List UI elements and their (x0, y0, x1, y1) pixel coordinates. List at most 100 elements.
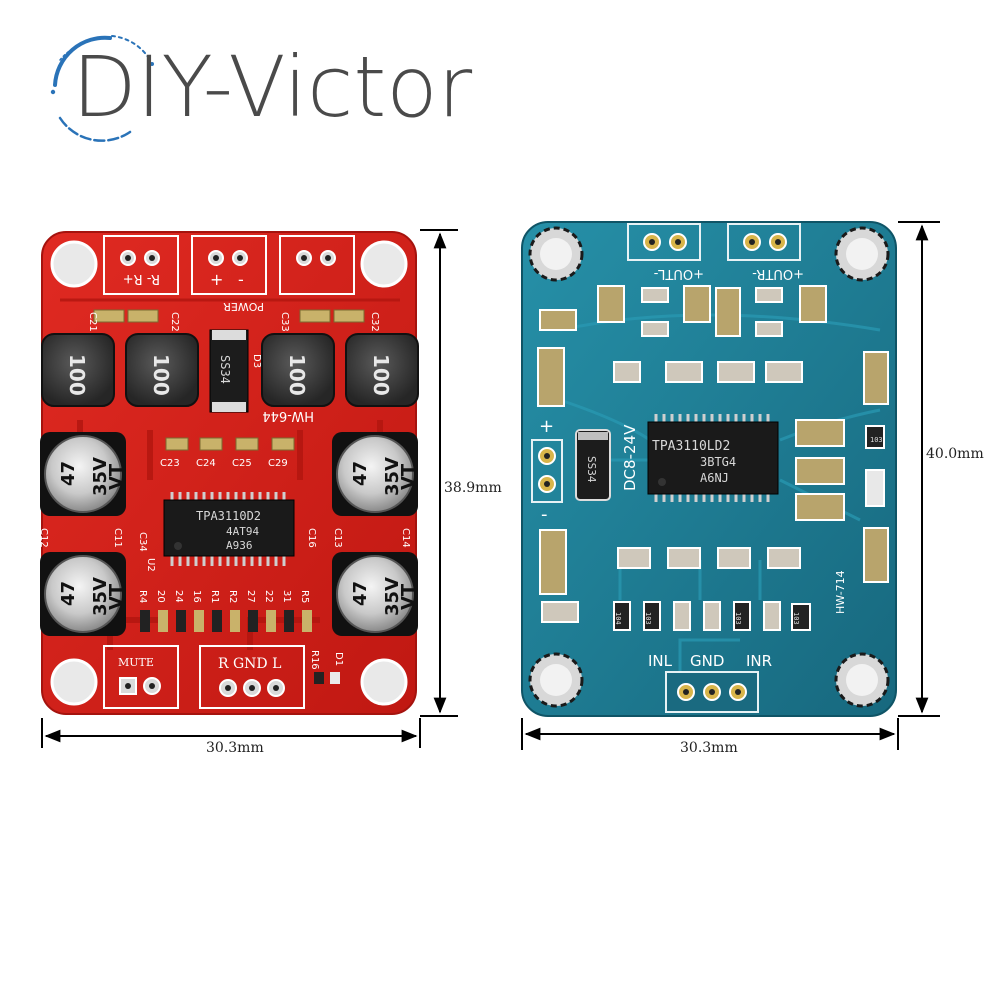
ref-label: R5 (299, 590, 310, 603)
mounting-hole (50, 240, 408, 706)
cap-series: VT (398, 463, 419, 490)
chip-label: A6NJ (700, 471, 729, 485)
cap-series: VT (106, 463, 127, 490)
cap-series: VT (106, 583, 127, 610)
ref-label: 16 (191, 590, 202, 603)
ref-label: C23 (160, 458, 180, 469)
diode (575, 429, 611, 501)
electrolytic-capacitor (40, 432, 418, 636)
resistor (314, 672, 324, 684)
chip-label: 3BTG4 (700, 455, 736, 469)
diode (209, 329, 249, 413)
input-label: INR (746, 652, 772, 670)
cap-value: 47 (350, 461, 371, 486)
top-header-boxes (103, 235, 355, 295)
ref-label: C11 (112, 528, 123, 548)
cap-voltage: 35V (90, 577, 111, 616)
ref-label: R2 (227, 590, 238, 603)
blue-board-dimensions (521, 221, 940, 750)
ref-label: C16 (306, 528, 317, 548)
cap-value: 47 (350, 581, 371, 606)
blue-width-label: 30.3mm (680, 740, 738, 756)
input-label: GND (690, 652, 724, 670)
blue-height-label: 40.0mm (926, 446, 984, 462)
minus-label: - (541, 504, 548, 525)
smd-components (165, 437, 295, 451)
cap-value: 47 (58, 461, 79, 486)
silk-label: MUTE (118, 656, 154, 669)
ref-label: C13 (332, 528, 343, 548)
logo-ring-icon (50, 35, 154, 142)
plus-label: + (539, 416, 554, 437)
ref-label: 22 (263, 590, 274, 603)
out-left-label: +OUTL- (653, 266, 704, 281)
logo: DIY-Victor (50, 35, 473, 142)
inductor-label: 100 (369, 354, 393, 396)
ref-label: C29 (268, 458, 288, 469)
capacitor-markings: 47 35V VT 47 35V VT 47 35V VT 47 35V VT (58, 457, 419, 616)
amplifier-chip (647, 414, 779, 502)
ref-label: C12 (38, 528, 49, 548)
ref-label: R16 (309, 650, 320, 670)
model-label: HW-644 (262, 408, 314, 423)
cap-voltage: 35V (382, 457, 403, 496)
resistor-codes: 103 104 103 103 103 (614, 436, 883, 625)
ref-label: C33 (279, 312, 290, 332)
ref-label: R4 (137, 590, 148, 603)
ref-label: 31 (281, 590, 292, 603)
red-board: R- R+ + - POWER C21 C22 C33 C32 100 100 … (38, 231, 419, 715)
resistor-code: 103 (644, 612, 652, 625)
cap-value: 47 (58, 581, 79, 606)
inductor-label: 100 (65, 354, 89, 396)
mounting-hole (528, 226, 890, 708)
ref-label: U2 (145, 558, 156, 572)
power-input-header (531, 439, 563, 503)
red-width-label: 30.3mm (206, 740, 264, 756)
resistor-row-labels: R4 20 24 16 R1 R2 27 22 31 R5 (137, 590, 310, 603)
ref-label: C32 (369, 312, 380, 332)
header-pins (120, 250, 336, 266)
inductor (41, 333, 419, 407)
input-label: INL (648, 652, 673, 670)
smd-components (140, 610, 312, 632)
inductor-label: 100 (149, 354, 173, 396)
ref-label: C14 (400, 528, 411, 548)
ref-label: 27 (245, 590, 256, 603)
ref-label: 20 (155, 590, 166, 603)
ref-label: 24 (173, 590, 184, 603)
silk-label: R GND L (218, 656, 281, 672)
ref-label: C34 (137, 532, 148, 552)
output-header (627, 223, 801, 261)
ref-label: C21 (87, 312, 98, 332)
chip-label: TPA3110D2 (196, 509, 261, 523)
resistor-code: 103 (870, 436, 883, 444)
silk-label: - (238, 270, 244, 289)
chip-label: 4AT94 (226, 525, 259, 538)
diode-label: SS34 (218, 355, 232, 384)
ref-label: R1 (209, 590, 220, 603)
ref-label: C24 (196, 458, 216, 469)
amplifier-chip (163, 492, 295, 566)
chip-label: A936 (226, 539, 253, 552)
red-height-label: 38.9mm (444, 480, 502, 496)
input-header (665, 671, 759, 713)
logo-text: DIY-Victor (72, 38, 473, 136)
inductor-label: 100 (285, 354, 309, 396)
cap-voltage: 35V (90, 457, 111, 496)
model-label: HW-714 (834, 570, 847, 614)
out-right-label: +OUTR- (752, 266, 804, 281)
smd-components (93, 309, 365, 323)
ref-label: C25 (232, 458, 252, 469)
smd-components (537, 285, 889, 631)
header-pins (119, 677, 285, 697)
chip-label: TPA3110LD2 (652, 439, 730, 454)
resistor-code: 103 (792, 612, 800, 625)
led (330, 672, 340, 684)
resistor-code: 104 (614, 612, 622, 625)
ref-label: D1 (333, 652, 344, 666)
silk-label: POWER (223, 300, 264, 313)
silk-label: R- R+ (123, 271, 160, 286)
diode-label: SS34 (585, 456, 598, 483)
resistor-code: 103 (734, 612, 742, 625)
